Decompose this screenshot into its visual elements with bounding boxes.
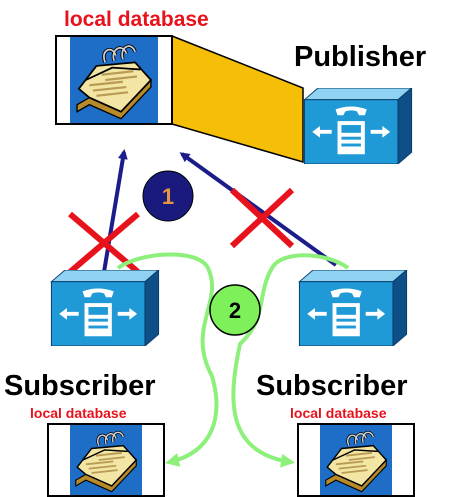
top-database-label: local database <box>64 8 209 31</box>
subscriber-right-label: Subscriber <box>256 370 408 402</box>
subscriber-left-node: Subscriber <box>4 270 160 402</box>
step-1-number: 1 <box>162 184 174 209</box>
subscriber-left-label: Subscriber <box>4 370 156 402</box>
step-1-badge: 1 <box>142 170 194 222</box>
publisher-label: Publisher <box>294 41 426 73</box>
subscriber-left-database: local database <box>30 405 165 497</box>
subscriber-left-db-label: local database <box>30 405 127 421</box>
top-database: local database <box>55 8 209 125</box>
subscriber-right-link <box>179 152 338 267</box>
subscriber-left-local-arrow <box>116 252 219 467</box>
publisher-callout <box>171 34 304 163</box>
subscriber-left-link <box>102 149 128 273</box>
address-book-icon <box>70 36 158 124</box>
red-x-icon <box>229 187 295 249</box>
subscriber-right-node: Subscriber <box>256 270 408 402</box>
step-2-number: 2 <box>229 298 241 323</box>
ip-phone-server-icon <box>50 270 160 346</box>
publisher-node: Publisher <box>294 41 426 164</box>
address-book-icon <box>70 424 142 496</box>
subscriber-right-db-label: local database <box>290 405 387 421</box>
step-2-badge: 2 <box>209 284 261 336</box>
ip-phone-server-icon <box>298 270 408 346</box>
address-book-icon <box>320 424 392 496</box>
ip-phone-server-icon <box>303 88 413 164</box>
subscriber-right-database: local database <box>290 405 415 497</box>
